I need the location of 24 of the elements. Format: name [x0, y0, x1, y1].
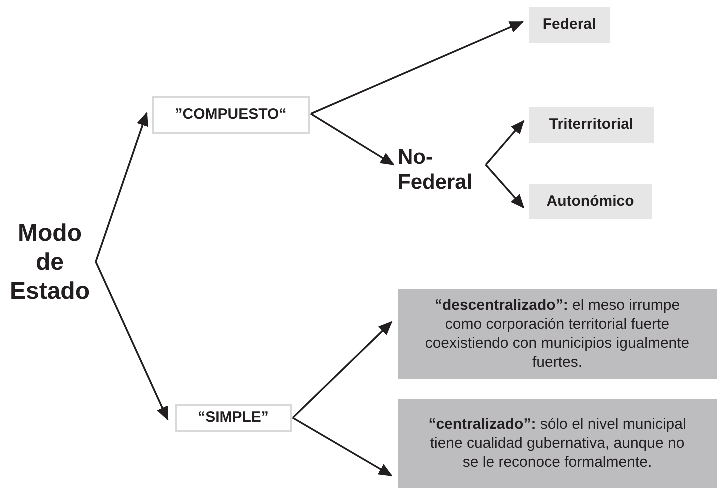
arrow [95, 262, 169, 421]
arrow [310, 113, 395, 166]
box-label: “centralizado”: sólo el nivel municipal tiene cualidad gubernativa, aunque no se le reconoce formalmente. [428, 415, 688, 472]
box-label: “SIMPLE” [198, 409, 269, 427]
arrow [485, 120, 525, 166]
description-box [398, 399, 717, 488]
arrow [310, 21, 524, 115]
box-label: ”COMPUESTO“ [175, 106, 287, 124]
box-label: “descentralizado”: el meso irrumpe como corporación territorial fuerte coexistiendo con municipios igualmente fuertes. [424, 296, 691, 372]
description-box [398, 289, 717, 379]
type-box [529, 107, 654, 143]
category-box [152, 96, 310, 134]
arrow [292, 321, 393, 419]
heading-text: No- Federal [398, 145, 474, 195]
box-label: Autonómico [546, 192, 634, 210]
category-box [175, 404, 292, 432]
type-box [529, 184, 652, 219]
arrow [95, 112, 148, 262]
box-label: Federal [542, 16, 596, 34]
box-label: Triterritorial [549, 116, 634, 134]
arrow [485, 164, 525, 209]
arrow [292, 417, 393, 477]
heading-text: Modo de Estado [8, 218, 91, 306]
type-box [529, 7, 610, 43]
